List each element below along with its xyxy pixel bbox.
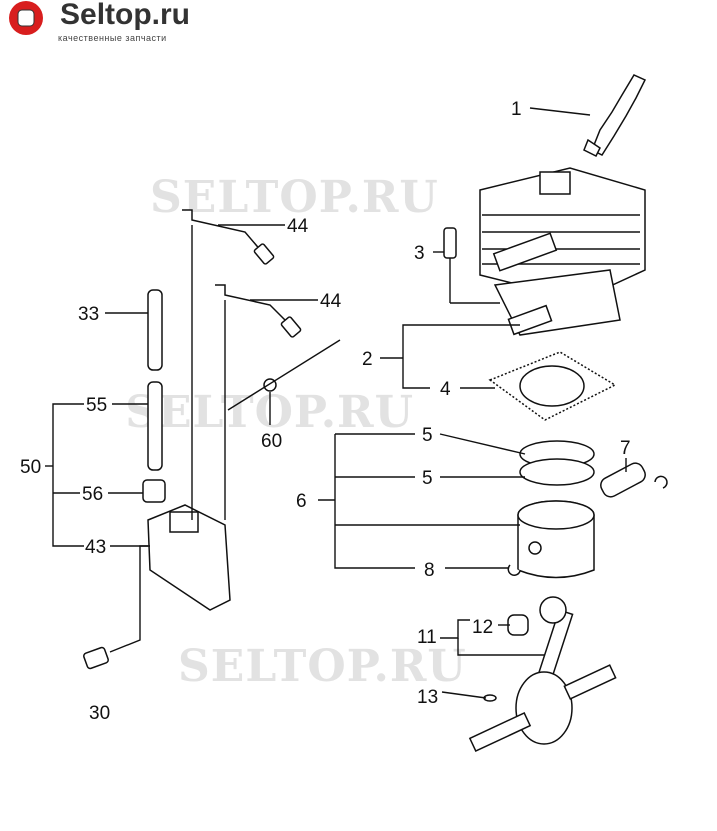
callout-13: 13 <box>417 687 438 708</box>
ignition-wire <box>182 209 263 253</box>
callout-8: 8 <box>424 560 435 581</box>
leader-lines <box>45 107 627 699</box>
callout-1: 1 <box>511 99 522 120</box>
callout-30: 30 <box>89 703 110 724</box>
circlip <box>654 475 668 489</box>
logo-title: Seltop.ru <box>60 0 190 31</box>
gasket <box>488 351 617 421</box>
seltop-logo[interactable]: Seltop.ru качественные запчасти <box>9 0 190 43</box>
screw <box>83 646 109 670</box>
watermark: SELTOP.RU <box>125 387 414 438</box>
callout-60: 60 <box>261 431 282 452</box>
spark-plug <box>583 74 647 158</box>
callout-56: 56 <box>82 484 103 505</box>
callout-2: 2 <box>362 349 373 370</box>
callout-5: 5 <box>422 468 433 489</box>
ignition-module <box>147 504 231 611</box>
callout-11: 11 <box>417 627 437 648</box>
callout-55: 55 <box>86 395 107 416</box>
piston-ring <box>519 458 595 486</box>
callout-3: 3 <box>414 243 425 264</box>
grommet <box>142 479 166 503</box>
callout-7: 7 <box>620 438 631 459</box>
tube <box>147 381 163 471</box>
callout-50: 50 <box>20 457 41 478</box>
callout-6: 6 <box>296 491 307 512</box>
watermark: SELTOP.RU <box>150 172 439 223</box>
circlip <box>507 564 521 576</box>
callout-12: 12 <box>472 617 493 638</box>
piston <box>517 500 595 579</box>
ignition-wire <box>215 284 291 326</box>
callout-43: 43 <box>85 537 106 558</box>
cylinder <box>479 167 646 336</box>
callout-4: 4 <box>440 379 451 400</box>
crankshaft <box>468 596 617 753</box>
needle-bearing <box>507 614 529 636</box>
callout-33: 33 <box>78 304 99 325</box>
callout-44: 44 <box>320 291 342 312</box>
tube <box>147 289 163 371</box>
bolt <box>443 227 457 259</box>
callout-5: 5 <box>422 425 433 446</box>
piston-pin <box>600 462 646 498</box>
callout-44: 44 <box>287 216 309 237</box>
watermark: SELTOP.RU <box>178 641 467 692</box>
logo-subtitle: качественные запчасти <box>58 33 167 43</box>
